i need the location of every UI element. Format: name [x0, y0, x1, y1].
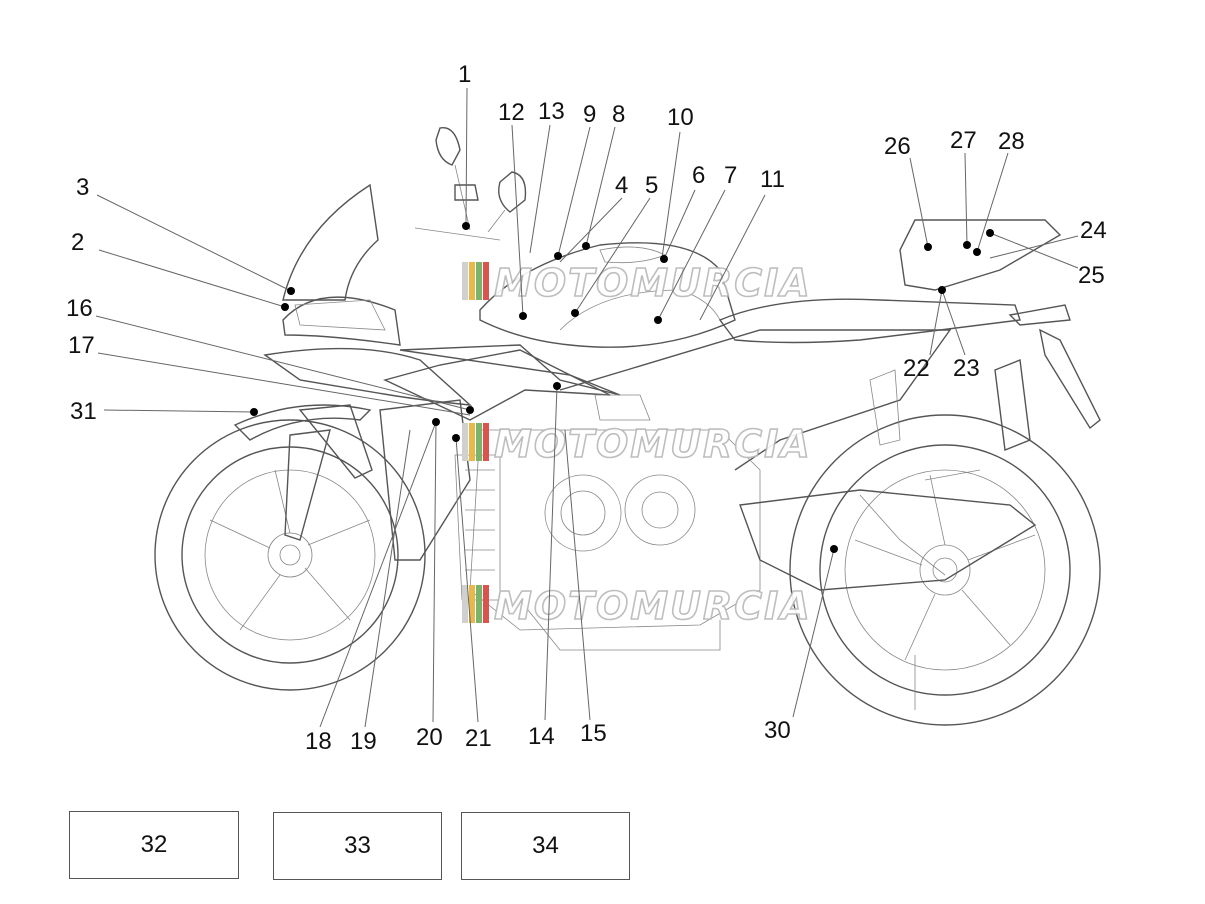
- watermark-text: MOTOMURCIA: [494, 422, 812, 466]
- callout-12: 12: [498, 99, 525, 126]
- callout-21: 21: [465, 725, 492, 752]
- callout-28: 28: [998, 128, 1025, 155]
- callout-5: 5: [645, 172, 658, 199]
- callout-18: 18: [305, 728, 332, 755]
- callout-9: 9: [583, 101, 596, 128]
- callout-2: 2: [71, 229, 84, 256]
- callout-7: 7: [724, 162, 737, 189]
- callout-22: 22: [903, 355, 930, 382]
- callout-25: 25: [1078, 262, 1105, 289]
- part-box-label: 34: [532, 832, 559, 859]
- callout-dots: [250, 222, 994, 553]
- watermark-text: MOTOMURCIA: [494, 261, 812, 305]
- callout-10: 10: [667, 104, 694, 131]
- callout-26: 26: [884, 133, 911, 160]
- callout-15: 15: [580, 720, 607, 747]
- callout-3: 3: [76, 174, 89, 201]
- callout-30: 30: [764, 717, 791, 744]
- callout-24: 24: [1080, 217, 1107, 244]
- part-box-32: 32: [69, 811, 239, 879]
- watermark-text: MOTOMURCIA: [494, 584, 812, 628]
- watermark-top: MOTOMURCIA: [462, 260, 812, 306]
- callout-31: 31: [70, 398, 97, 425]
- callout-6: 6: [692, 162, 705, 189]
- leader-lines: [95, 87, 1079, 728]
- callout-4: 4: [615, 172, 628, 199]
- callout-23: 23: [953, 355, 980, 382]
- watermark-middle: MOTOMURCIA: [462, 421, 812, 467]
- callout-14: 14: [528, 723, 555, 750]
- part-box-34: 34: [461, 812, 630, 880]
- callout-8: 8: [612, 101, 625, 128]
- callout-17: 17: [68, 332, 95, 359]
- rear-wheel: [789, 414, 1101, 726]
- part-box-label: 32: [140, 831, 168, 858]
- callout-19: 19: [350, 728, 377, 755]
- motorcycle-drawing: [154, 126, 1101, 726]
- callout-1: 1: [458, 61, 471, 88]
- part-box-33: 33: [273, 812, 442, 880]
- part-box-label: 33: [344, 832, 371, 859]
- callout-13: 13: [538, 98, 565, 125]
- callout-27: 27: [950, 127, 977, 154]
- callout-16: 16: [66, 295, 93, 322]
- watermark-bottom: MOTOMURCIA: [462, 583, 812, 629]
- callout-20: 20: [416, 724, 443, 751]
- callout-11: 11: [760, 166, 785, 193]
- callout-labels: 1 2 3 4 5 6 7 8 9 10 11 12 13 14 15 16 1…: [66, 61, 1107, 755]
